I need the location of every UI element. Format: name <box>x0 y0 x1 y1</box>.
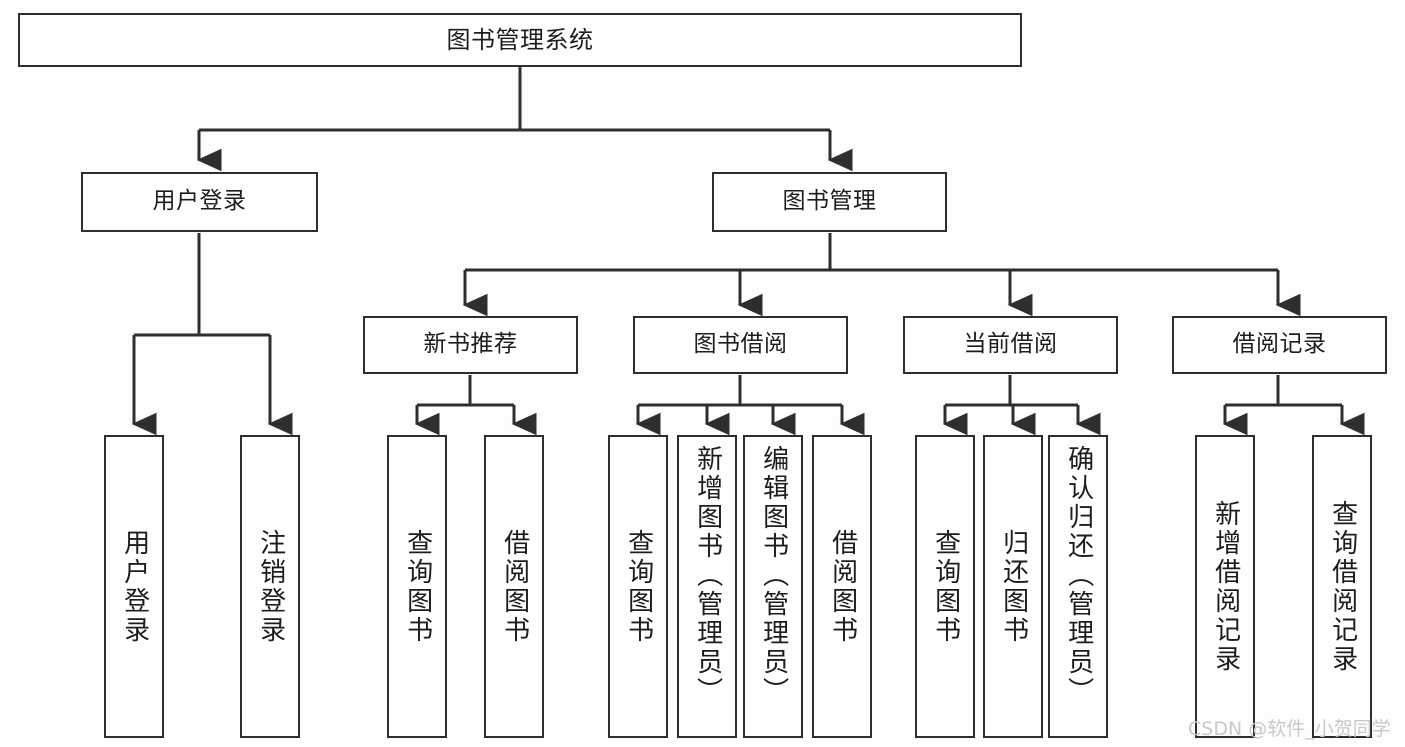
node-leaf-query-record[interactable]: 查询借阅记录 <box>1312 435 1372 738</box>
node-leaf-query-book-2[interactable]: 查询图书 <box>608 435 668 738</box>
node-borrow-record[interactable]: 借阅记录 <box>1172 316 1387 374</box>
node-leaf-query-record-label: 查询借阅记录 <box>1327 499 1358 674</box>
node-leaf-add-record[interactable]: 新增借阅记录 <box>1195 435 1255 738</box>
node-leaf-query-book-1-label: 查询图书 <box>402 528 433 645</box>
node-leaf-add-record-label: 新增借阅记录 <box>1210 499 1241 674</box>
node-leaf-edit-book[interactable]: 编辑图书（管理员） <box>743 435 803 738</box>
node-leaf-user-login[interactable]: 用户登录 <box>104 435 164 738</box>
node-leaf-user-logout[interactable]: 注销登录 <box>240 435 300 738</box>
node-leaf-query-book-3[interactable]: 查询图书 <box>915 435 975 738</box>
node-leaf-query-book-2-label: 查询图书 <box>623 528 654 645</box>
node-leaf-user-login-label: 用户登录 <box>119 528 150 645</box>
node-leaf-add-book-label: 新增图书（管理员） <box>692 445 723 706</box>
node-new-book-rec-label: 新书推荐 <box>423 331 518 358</box>
node-user-login-label: 用户登录 <box>152 188 247 215</box>
watermark-label: CSDN @软件_小贺同学 <box>1188 718 1391 740</box>
node-leaf-confirm-return[interactable]: 确认归还（管理员） <box>1048 435 1108 738</box>
node-user-login[interactable]: 用户登录 <box>81 172 318 232</box>
node-leaf-borrow-book-1-label: 借阅图书 <box>499 528 530 645</box>
node-current-borrow-label: 当前借阅 <box>963 331 1058 358</box>
node-book-borrow-label: 图书借阅 <box>693 331 788 358</box>
node-root-label: 图书管理系统 <box>446 25 594 54</box>
node-leaf-borrow-book-2-label: 借阅图书 <box>827 528 858 645</box>
node-leaf-query-book-3-label: 查询图书 <box>930 528 961 645</box>
node-book-manage[interactable]: 图书管理 <box>712 172 947 232</box>
node-leaf-borrow-book-2[interactable]: 借阅图书 <box>812 435 872 738</box>
node-leaf-confirm-return-label: 确认归还（管理员） <box>1063 445 1094 706</box>
node-leaf-query-book-1[interactable]: 查询图书 <box>387 435 447 738</box>
node-leaf-borrow-book-1[interactable]: 借阅图书 <box>484 435 544 738</box>
node-leaf-user-logout-label: 注销登录 <box>255 528 286 645</box>
node-new-book-rec[interactable]: 新书推荐 <box>363 316 578 374</box>
node-leaf-edit-book-label: 编辑图书（管理员） <box>758 445 789 706</box>
node-leaf-return-book-label: 归还图书 <box>998 528 1029 645</box>
node-leaf-add-book[interactable]: 新增图书（管理员） <box>677 435 737 738</box>
node-current-borrow[interactable]: 当前借阅 <box>903 316 1118 374</box>
node-leaf-return-book[interactable]: 归还图书 <box>983 435 1043 738</box>
node-root[interactable]: 图书管理系统 <box>18 13 1022 67</box>
node-borrow-record-label: 借阅记录 <box>1232 331 1327 358</box>
node-book-manage-label: 图书管理 <box>782 188 877 215</box>
node-book-borrow[interactable]: 图书借阅 <box>633 316 848 374</box>
